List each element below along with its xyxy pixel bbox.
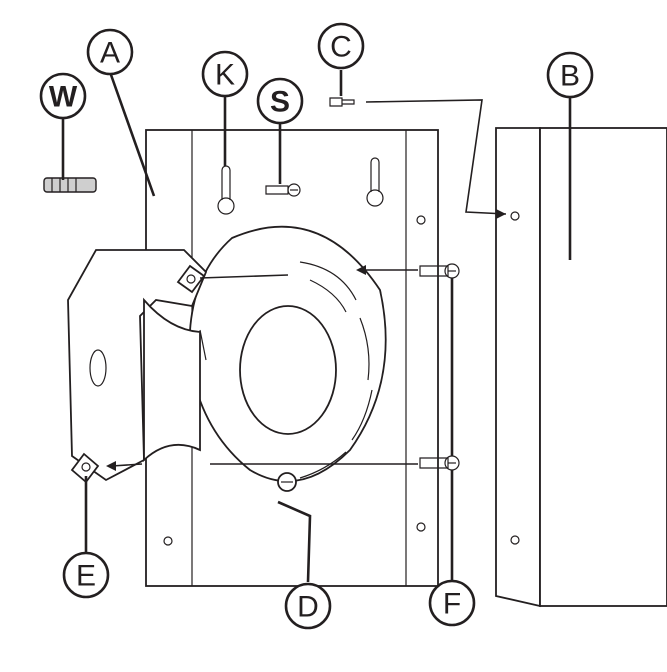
callout-k: K (201, 50, 249, 98)
callout-e-label: E (76, 560, 96, 593)
callout-d: D (284, 582, 332, 630)
callout-a-label: A (100, 37, 120, 70)
screw-s (265, 183, 301, 197)
screw-c (329, 97, 355, 107)
callout-a: A (86, 28, 134, 76)
screw-d (277, 472, 297, 492)
callout-k-label: K (215, 59, 235, 92)
junction-box (67, 249, 208, 484)
keyhole-slot-right (366, 157, 384, 207)
callout-w: W (39, 72, 87, 120)
adapter-ring (188, 225, 387, 483)
callout-f-label: F (443, 588, 461, 621)
callout-s: S (256, 77, 304, 125)
wall-block-b (495, 127, 667, 608)
assembly-arrows (106, 99, 507, 471)
center-hole (239, 305, 337, 435)
callout-c-label: C (330, 31, 352, 64)
wall-anchor-w (43, 177, 97, 193)
callout-d-label: D (297, 591, 319, 624)
callout-b-label: B (560, 60, 580, 93)
callout-s-label: S (270, 86, 290, 119)
callout-w-label: W (49, 81, 78, 114)
callout-c: C (317, 22, 365, 70)
callout-b: B (546, 51, 594, 99)
callout-leaders (61, 70, 572, 583)
callout-e: E (62, 551, 110, 599)
callout-f: F (428, 579, 476, 627)
